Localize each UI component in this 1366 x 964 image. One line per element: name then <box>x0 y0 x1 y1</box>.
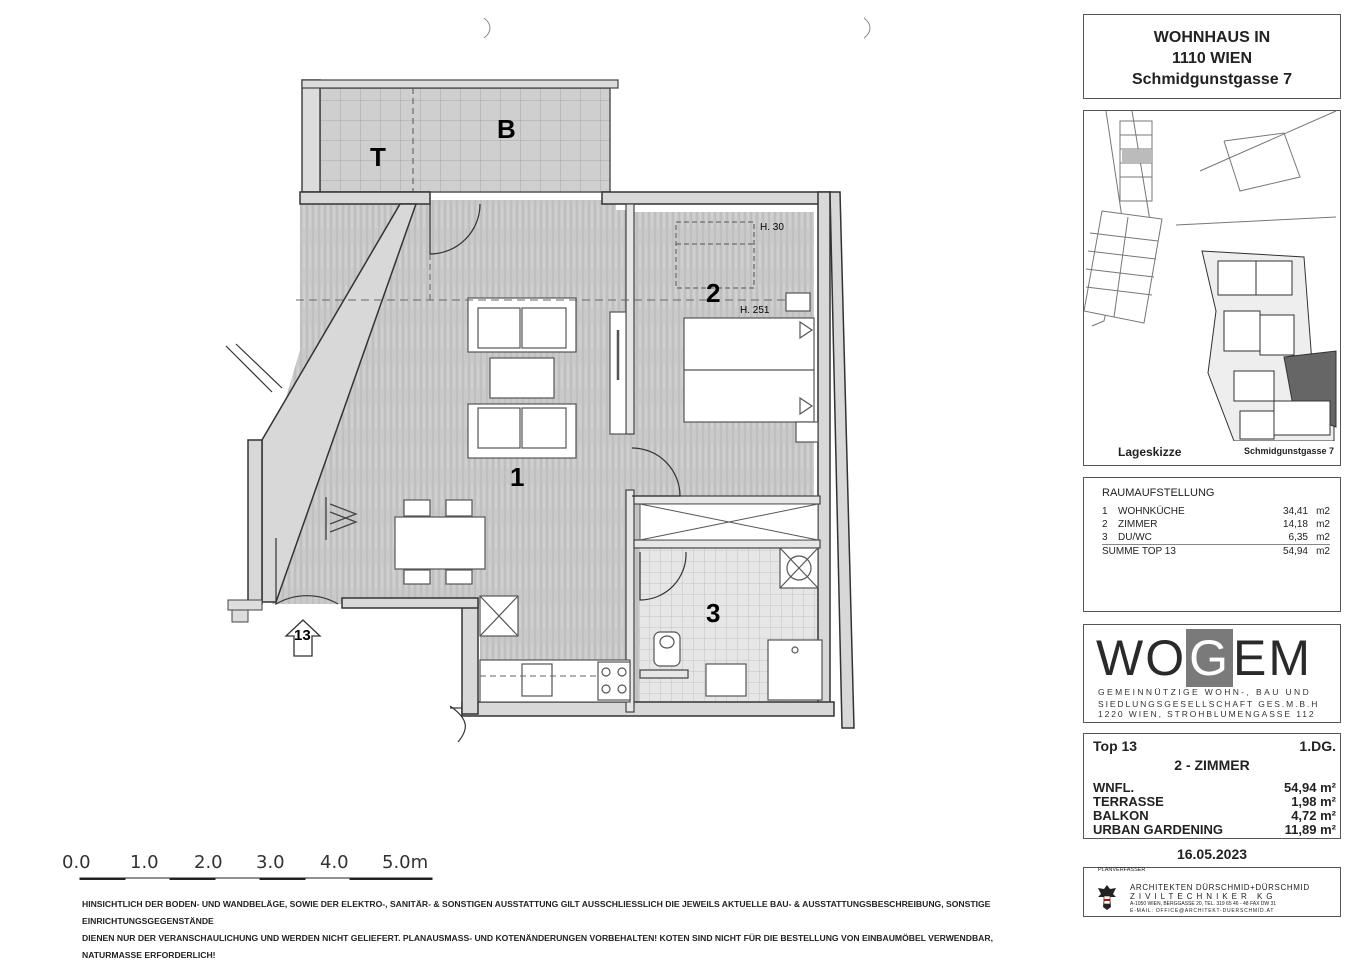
exterior-walls <box>247 191 855 729</box>
room-row: 3 DU/WC 6,35 m2 <box>1102 532 1330 545</box>
room-area: 14,18 <box>1282 519 1308 530</box>
logo-wordmark: WOGEM <box>1096 629 1312 687</box>
unit-row-label: WNFL. <box>1093 780 1135 795</box>
room-area: 34,41 <box>1282 506 1308 517</box>
unit-row-label: BALKON <box>1093 808 1149 823</box>
room-name: DU/WC <box>1118 532 1152 543</box>
label-balcony: B <box>497 114 516 144</box>
scale-label: 0.0 <box>62 852 91 873</box>
unit-type: 2 - ZIMMER <box>1174 757 1250 773</box>
logo-em: EM <box>1233 630 1312 686</box>
scale-label: 2.0 <box>194 852 223 873</box>
architect-label: PLANVERFASSER <box>1098 867 1146 873</box>
balcony-area <box>319 87 611 193</box>
scale-label: 5.0m <box>382 852 428 873</box>
coat-rack <box>325 497 358 540</box>
label-room-2: 2 <box>706 278 720 308</box>
unit-row-value: 54,94 m² <box>1283 780 1336 795</box>
room-num: 3 <box>1102 532 1108 543</box>
scale-label: 4.0 <box>320 852 349 873</box>
room-name: WOHNKÜCHE <box>1118 506 1185 517</box>
bathroom-fixtures <box>653 547 823 701</box>
title-line-1: WOHNHAUS IN <box>1153 29 1271 46</box>
entry-arrow <box>284 619 322 657</box>
unit-row-label: TERRASSE <box>1093 794 1164 809</box>
label-terrace: T <box>370 142 386 172</box>
wogem-logo: WOGEM GEMEINNÜTZIGE WOHN-, BAU UND SIEDL… <box>1083 624 1341 723</box>
architect-line-3: A-1050 WIEN, BERGGASSE 20, TEL. 319 65 4… <box>1130 901 1277 907</box>
architect-line-4: E-MAIL: OFFICE@ARCHITEKT-DUERSCHMID.AT <box>1130 908 1275 914</box>
title-box: WOHNHAUS IN 1110 WIEN Schmidgunstgasse 7 <box>1083 14 1341 99</box>
room-row: 2 ZIMMER 14,18 m2 <box>1102 519 1330 532</box>
architect-line-1: ARCHITEKTEN DÜRSCHMID+DÜRSCHMID <box>1130 883 1310 892</box>
room-list-box: RAUMAUFSTELLUNG 1 WOHNKÜCHE 34,41 m2 2 Z… <box>1083 477 1341 612</box>
label-room-3: 3 <box>706 598 720 628</box>
scale-bar <box>79 877 433 880</box>
balcony-wall <box>301 79 321 193</box>
architect-line-2: ZIVILTECHNIKER KG <box>1130 892 1277 901</box>
room-sum-row: SUMME TOP 13 54,94 m2 <box>1102 544 1330 559</box>
floor-plan: B T 1 2 3 H. 30 H. 251 13 0.0 1.0 2.0 3.… <box>62 17 871 880</box>
logo-line-1: GEMEINNÜTZIGE WOHN-, BAU UND <box>1098 687 1312 697</box>
title-line-2: 1110 WIEN <box>1171 50 1253 67</box>
scale-label: 1.0 <box>130 852 159 873</box>
unit-row-value: 11,89 m² <box>1284 822 1336 837</box>
doors <box>225 203 687 743</box>
room-num: 1 <box>1102 506 1108 517</box>
room-name: ZIMMER <box>1118 519 1158 530</box>
unit-row-value: 4,72 m² <box>1291 808 1336 823</box>
plan-date: 16.05.2023 <box>1176 846 1248 862</box>
logo-g: G <box>1186 629 1233 687</box>
kitchen <box>479 595 631 703</box>
unit-top: Top 13 <box>1093 738 1138 754</box>
eagle-icon <box>1098 885 1116 910</box>
room-sum-area: 54,94 <box>1282 546 1308 557</box>
unit-info-box: Top 13 1.DG. 2 - ZIMMER WNFL. 54,94 m² T… <box>1083 733 1341 839</box>
label-h251: H. 251 <box>740 305 770 316</box>
room-num: 2 <box>1102 519 1108 530</box>
building-footprint <box>1201 250 1337 441</box>
scale-labels: 0.0 1.0 2.0 3.0 4.0 5.0m <box>62 852 428 873</box>
unit-row-label: URBAN GARDENING <box>1093 822 1223 837</box>
room-row: 1 WOHNKÜCHE 34,41 m2 <box>1102 506 1330 519</box>
unit-floor: 1.DG. <box>1299 738 1336 754</box>
room-unit: m2 <box>1316 519 1330 530</box>
room-sum-label: SUMME TOP 13 <box>1102 546 1176 557</box>
tv-cabinet <box>609 311 627 435</box>
room-list-heading: RAUMAUFSTELLUNG <box>1102 487 1215 499</box>
site-plan-box: Lageskizze Schmidgunstgasse 7 <box>1083 110 1341 466</box>
logo-line-3: 1220 WIEN, STROHBLUMENGASSE 112 <box>1098 709 1316 719</box>
label-entry: 13 <box>294 627 311 644</box>
room-unit: m2 <box>1316 532 1330 543</box>
site-plan-map <box>1084 111 1337 441</box>
site-plan-street: Schmidgunstgasse 7 <box>1243 446 1334 456</box>
disclaimer: HINSICHTLICH DER BODEN- UND WANDBELÄGE, … <box>82 896 1042 964</box>
interior-walls <box>625 203 821 713</box>
disclaimer-line-1: HINSICHTLICH DER BODEN- UND WANDBELÄGE, … <box>82 899 991 926</box>
room-sum-unit: m2 <box>1316 546 1330 557</box>
logo-line-2: SIEDLUNGSGESELLSCHAFT GES.M.B.H <box>1098 699 1320 709</box>
bed <box>683 292 819 443</box>
room-unit: m2 <box>1316 506 1330 517</box>
logo-wo: WO <box>1096 630 1187 686</box>
skylight-outline <box>675 221 755 289</box>
title-line-3: Schmidgunstgasse 7 <box>1131 71 1293 88</box>
architect-box: PLANVERFASSER ARCHITEKTEN DÜRSCHMID+DÜRS… <box>1083 867 1341 917</box>
sofa-set <box>467 297 577 459</box>
label-room-1: 1 <box>510 462 524 492</box>
unit-row-value: 1,98 m² <box>1291 794 1336 809</box>
room-area: 6,35 <box>1288 532 1308 543</box>
label-h30: H. 30 <box>760 222 784 233</box>
wardrobe <box>639 503 819 541</box>
scale-label: 3.0 <box>256 852 285 873</box>
dining-table <box>394 499 486 585</box>
disclaimer-line-2: DIENEN NUR DER VERANSCHAULICHUNG UND WER… <box>82 933 993 960</box>
site-plan-caption: Lageskizze <box>1118 445 1182 459</box>
